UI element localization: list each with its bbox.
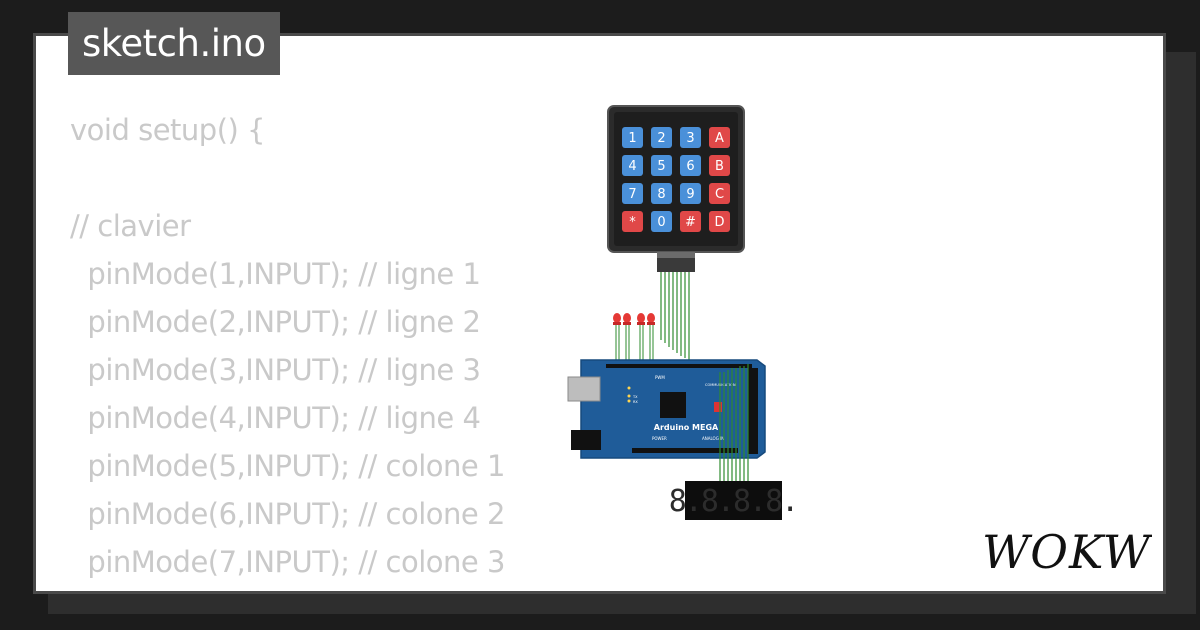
keypad-key[interactable] (709, 211, 730, 232)
keypad-key[interactable] (651, 155, 672, 176)
code-line (70, 154, 505, 202)
preview-card: void setup() { // clavier pinMode(1,INPUT… (33, 33, 1166, 594)
keypad-key-label: 7 (628, 187, 636, 202)
code-line: pinMode(8,INPUT); // colone 4 (70, 586, 505, 591)
arduino-mega-board[interactable]: Arduino MEGA POWER ANALOG IN PWM COMMUNI… (567, 359, 766, 459)
code-line: pinMode(7,INPUT); // colone 3 (70, 545, 505, 579)
keypad-key[interactable] (680, 183, 701, 204)
keypad-key-label: 3 (686, 131, 694, 146)
keypad-key-label: 9 (686, 187, 694, 202)
led[interactable] (637, 313, 645, 323)
led-wire (625, 325, 630, 360)
keypad-key-label: # (685, 215, 696, 230)
keypad-key-label: 0 (657, 215, 665, 230)
led[interactable] (613, 313, 621, 323)
keypad-wires (660, 272, 690, 361)
keypad-key[interactable] (622, 183, 643, 204)
circuit-diagram: 1 2 3 A 4 5 6 B 7 8 9 C * 0 # D Arduino MEGA POWER ANAL… (567, 105, 795, 520)
code-line: pinMode(5,INPUT); // colone 1 (70, 449, 505, 483)
code-line: pinMode(4,INPUT); // ligne 4 (70, 401, 481, 435)
keypad-key-label: 1 (628, 131, 636, 146)
keypad-key-label: B (715, 159, 724, 174)
led[interactable] (623, 313, 631, 323)
keypad-key[interactable] (622, 155, 643, 176)
led-wire (639, 325, 644, 360)
keypad-key-label: C (715, 187, 724, 202)
led-base (613, 322, 621, 325)
tx-label: TX (632, 395, 638, 399)
keypad-key-label: 2 (657, 131, 665, 146)
keypad-key-label: 8 (657, 187, 665, 202)
keypad-key-label: A (715, 131, 724, 146)
keypad-key-label: * (629, 215, 636, 230)
board-label: Arduino MEGA (654, 423, 719, 432)
keypad-key-label: 6 (686, 159, 694, 174)
keypad-key-label: 4 (628, 159, 636, 174)
led-wire (615, 325, 620, 360)
led[interactable] (647, 313, 655, 323)
keypad-key[interactable] (651, 211, 672, 232)
led-base (647, 322, 655, 325)
keypad-key[interactable] (651, 127, 672, 148)
wokwi-logo: WOKWi (982, 525, 1165, 580)
keypad-key-label: 5 (657, 159, 665, 174)
code-editor: void setup() { // clavier pinMode(1,INPUT… (70, 106, 505, 591)
seven-segment-display[interactable]: 8.8.8.8. (669, 481, 795, 520)
pwm-label: PWM (655, 375, 665, 380)
file-tab[interactable]: sketch.ino (68, 12, 280, 75)
led-group[interactable] (613, 313, 655, 360)
keypad-key[interactable] (680, 155, 701, 176)
code-line: pinMode(1,INPUT); // ligne 1 (70, 257, 481, 291)
keypad-key[interactable] (622, 127, 643, 148)
code-line: pinMode(2,INPUT); // ligne 2 (70, 305, 481, 339)
keypad[interactable]: 1 2 3 A 4 5 6 B 7 8 9 C * 0 # D (607, 105, 745, 272)
led-base (623, 322, 631, 325)
keypad-key-label: D (714, 215, 724, 230)
code-line: pinMode(6,INPUT); // colone 2 (70, 497, 505, 531)
rx-label: RX (633, 400, 638, 404)
brand-name: WOKWi (982, 526, 1152, 576)
code-line: pinMode(3,INPUT); // ligne 3 (70, 353, 481, 387)
keypad-key[interactable] (709, 127, 730, 148)
keypad-key[interactable] (680, 211, 701, 232)
code-line: void setup() { (70, 113, 265, 147)
led-base (637, 322, 645, 325)
keypad-key[interactable] (709, 183, 730, 204)
analog-label: ANALOG IN (702, 436, 724, 441)
keypad-key[interactable] (680, 127, 701, 148)
code-line: // clavier (70, 209, 191, 243)
keypad-key[interactable] (651, 183, 672, 204)
display-digits: 8.8.8.8. (669, 484, 795, 519)
keypad-key[interactable] (622, 211, 643, 232)
led-wire (649, 325, 654, 360)
power-label: POWER (652, 436, 667, 441)
keypad-key[interactable] (709, 155, 730, 176)
